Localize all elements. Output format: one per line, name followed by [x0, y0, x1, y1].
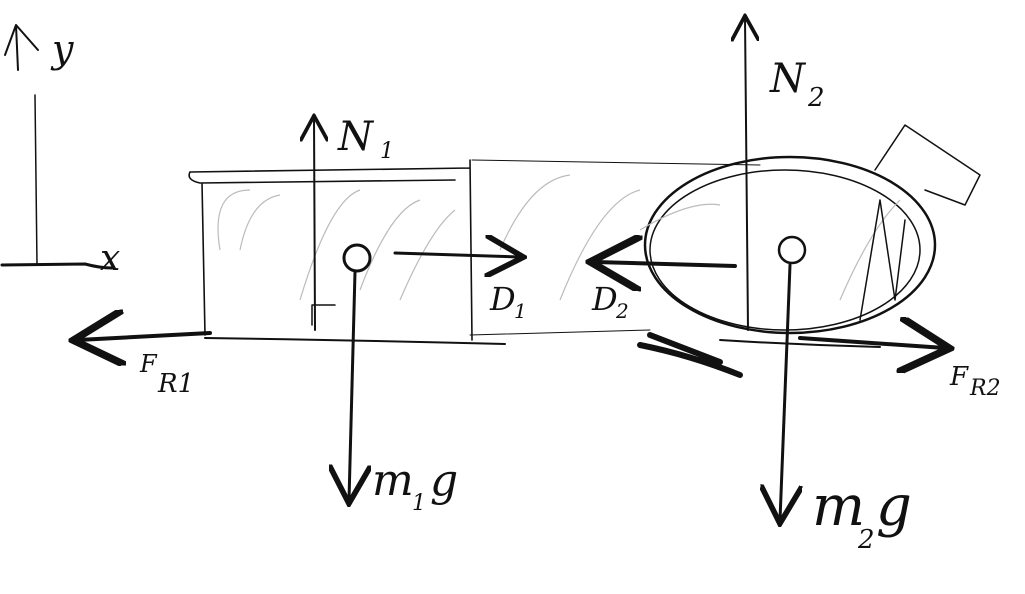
center-of-mass-1 — [342, 243, 372, 273]
x-axis-label: x — [100, 238, 120, 279]
svg-text:g: g — [876, 474, 912, 539]
coordinate-axes: y x — [0, 24, 120, 279]
svg-text:N: N — [337, 114, 375, 160]
svg-text:2: 2 — [857, 525, 875, 555]
svg-text:F: F — [949, 362, 969, 392]
svg-text:m: m — [372, 455, 414, 506]
block-body-1 — [188, 159, 473, 341]
svg-text:1: 1 — [412, 491, 426, 516]
wheel-body-2 — [469, 124, 981, 378]
force-m1g: m 1 g — [349, 270, 458, 516]
y-axis-arrow-icon — [4, 24, 39, 71]
handle-icon — [874, 124, 981, 206]
svg-text:R1: R1 — [157, 369, 194, 399]
svg-text:1: 1 — [380, 139, 394, 164]
y-axis-label: y — [50, 27, 74, 71]
force-FR2: F R2 — [798, 338, 1001, 401]
svg-text:D: D — [489, 280, 516, 318]
ground-contact-scribble — [637, 332, 743, 378]
svg-text:R2: R2 — [969, 376, 1001, 401]
force-m2g: m 2 g — [780, 263, 912, 555]
svg-text:F: F — [139, 350, 158, 378]
force-FR1: F R1 — [78, 333, 212, 399]
svg-text:D: D — [591, 280, 618, 318]
right-angle-mark — [311, 304, 336, 326]
x-axis — [0, 262, 114, 270]
svg-text:2: 2 — [615, 299, 629, 323]
force-D1: D 1 — [393, 253, 527, 323]
ground-line — [204, 337, 506, 345]
force-D2: D 2 — [591, 262, 737, 323]
center-of-mass-2 — [777, 235, 807, 265]
svg-text:m: m — [812, 474, 865, 539]
svg-text:2: 2 — [807, 83, 825, 113]
svg-text:1: 1 — [514, 299, 527, 323]
y-axis — [34, 94, 38, 266]
svg-text:g: g — [430, 455, 458, 506]
svg-text:N: N — [769, 56, 807, 102]
force-N2: N 2 — [745, 18, 825, 331]
force-N1: N 1 — [314, 114, 394, 331]
